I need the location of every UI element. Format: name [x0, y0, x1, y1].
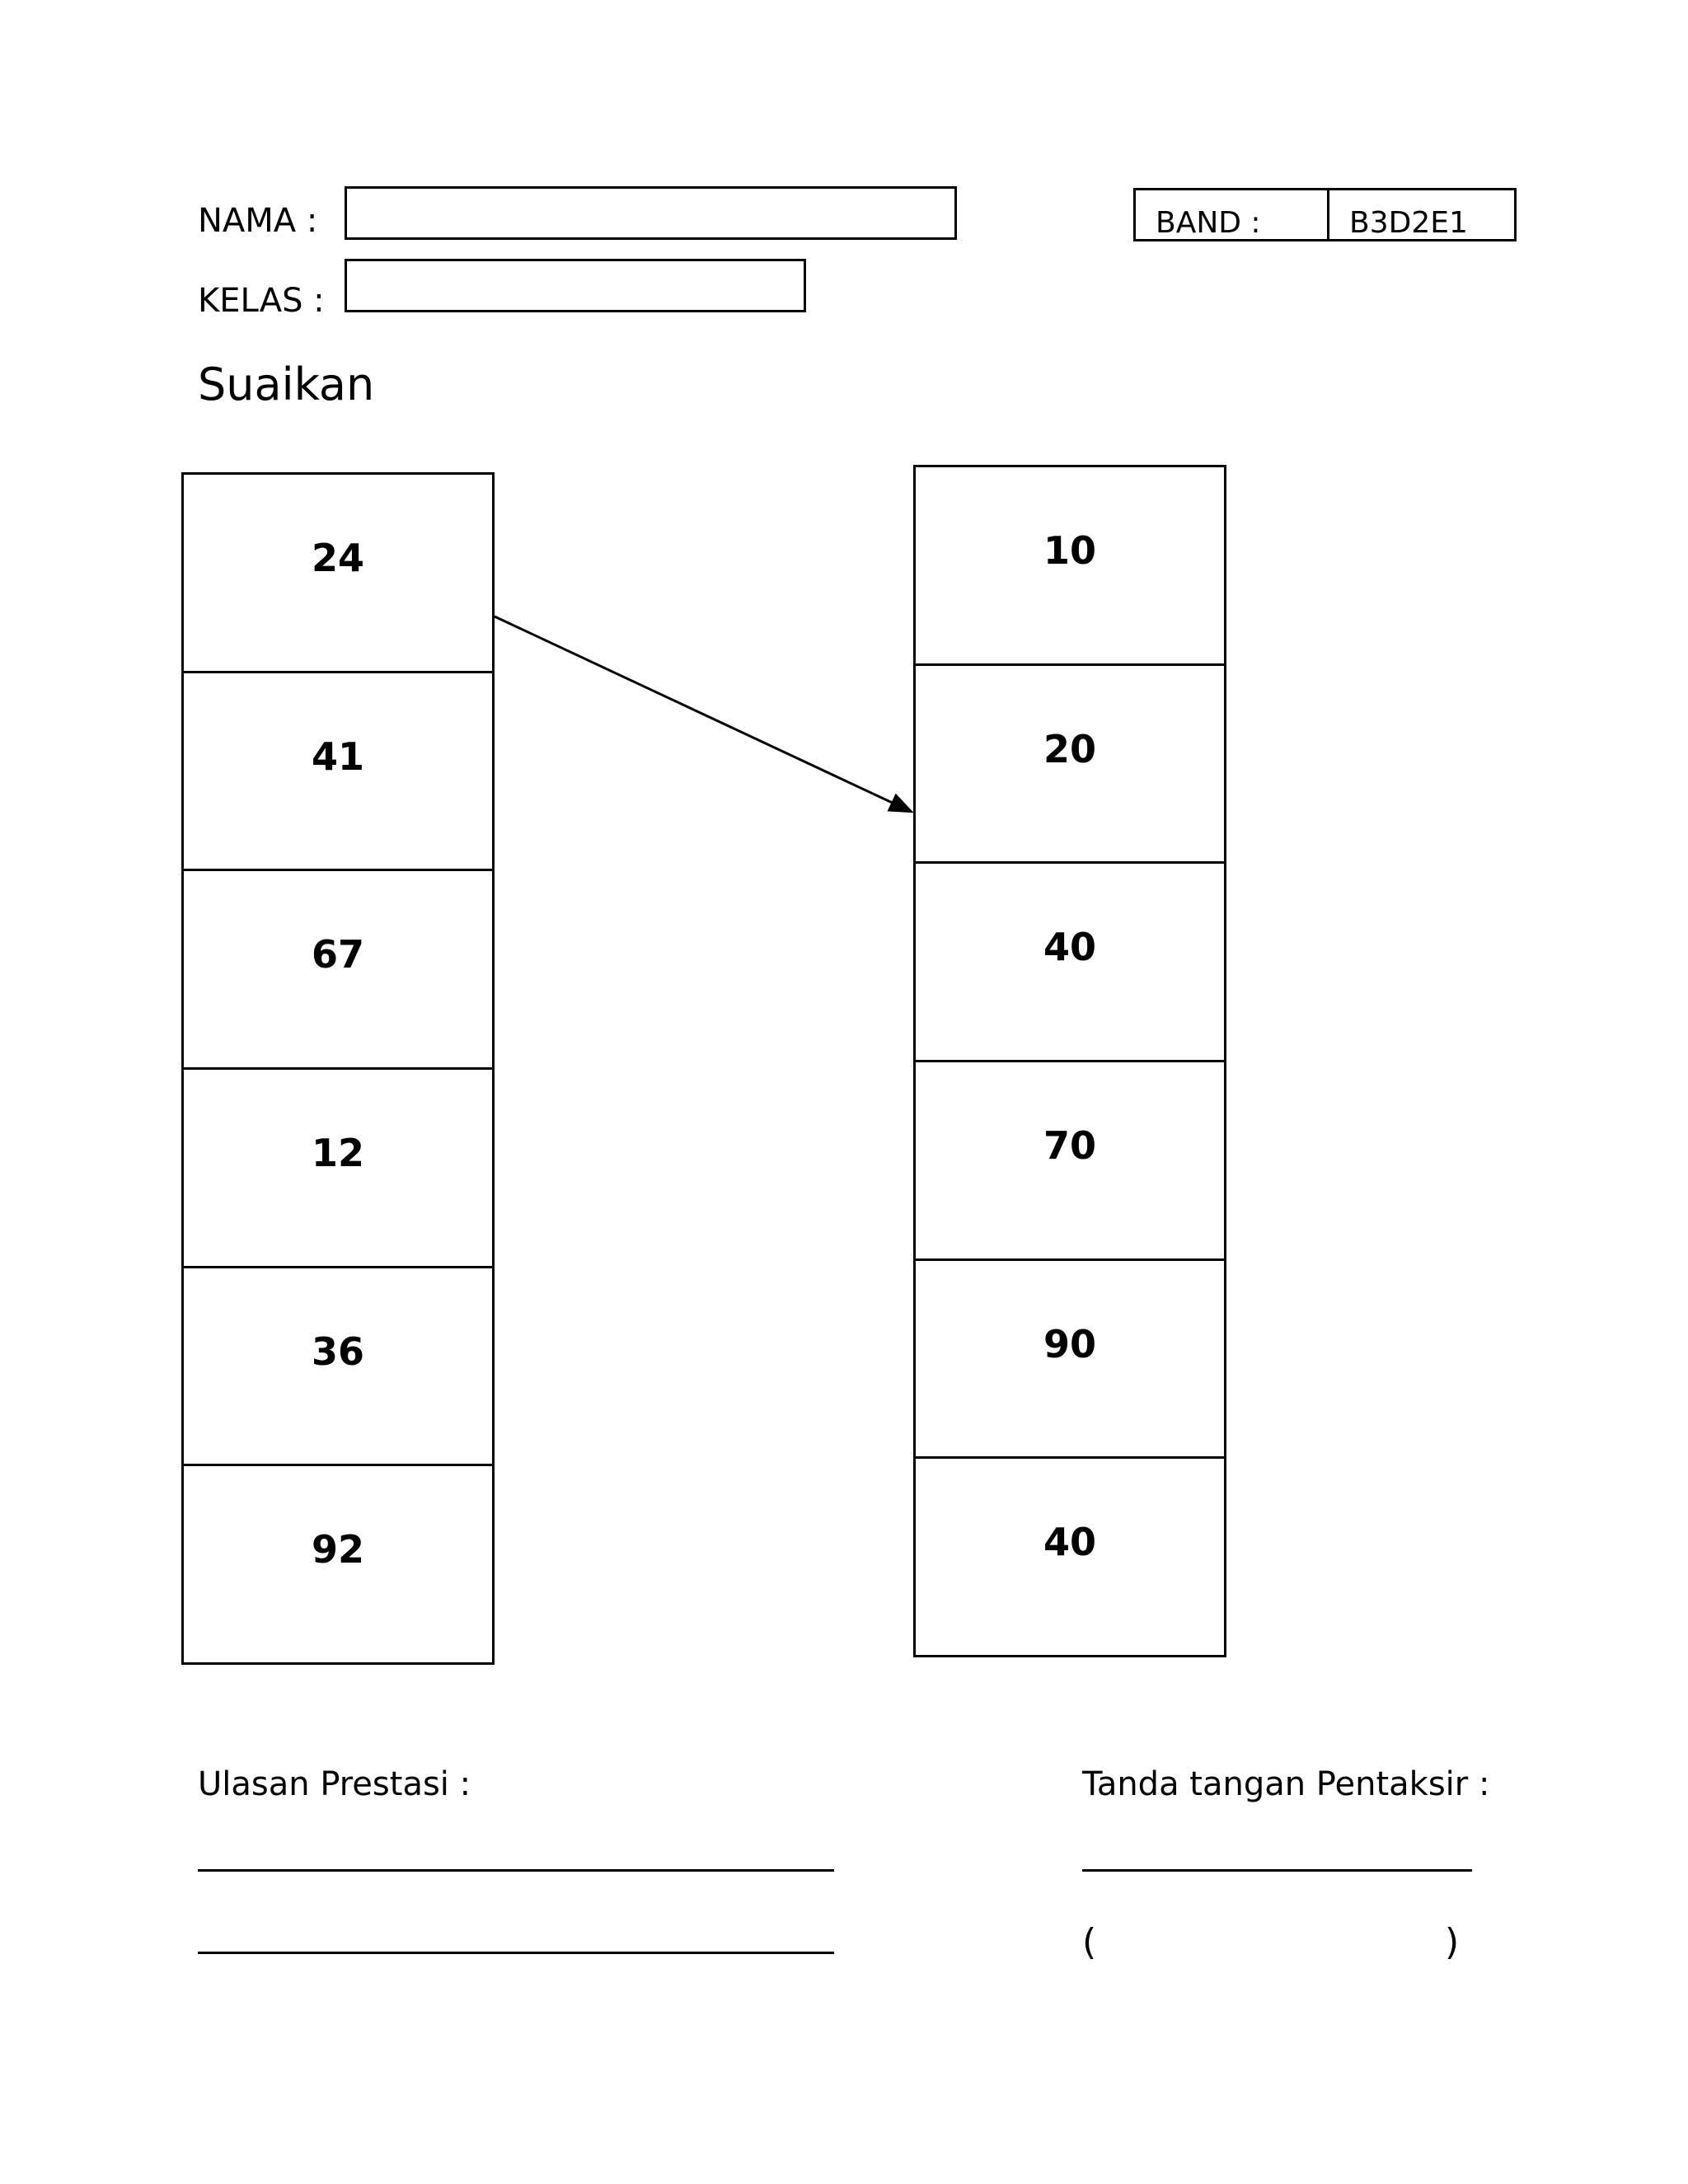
band-box: BAND : B3D2E1 — [1133, 188, 1517, 241]
right-number-cell[interactable]: 40 — [1043, 1520, 1096, 1565]
left-number-column: 24 41 67 12 36 92 — [181, 472, 495, 1665]
tanda-tangan-label: Tanda tangan Pentaksir : — [1082, 1765, 1490, 1803]
name-open-paren: ( — [1082, 1921, 1097, 1963]
kelas-label: KELAS : — [198, 282, 325, 320]
nama-field[interactable] — [345, 186, 957, 240]
right-number-cell[interactable]: 40 — [916, 864, 1224, 1063]
name-close-paren: ) — [1445, 1921, 1460, 1963]
right-number-column: 10 20 40 70 90 40 — [913, 465, 1226, 1657]
left-number-cell[interactable]: 36 — [184, 1268, 492, 1467]
ulasan-line-1[interactable] — [198, 1869, 834, 1872]
ulasan-line-2[interactable] — [198, 1952, 834, 1954]
right-number-cell[interactable]: 10 — [916, 467, 1224, 666]
band-value: B3D2E1 — [1349, 206, 1468, 239]
right-number-cell[interactable]: 20 — [916, 666, 1224, 865]
left-number-cell[interactable]: 92 — [311, 1527, 364, 1572]
nama-label: NAMA : — [198, 202, 318, 240]
right-number-cell[interactable]: 70 — [916, 1062, 1224, 1261]
page-title: Suaikan — [198, 359, 375, 410]
left-number-cell[interactable]: 12 — [184, 1070, 492, 1268]
kelas-field[interactable] — [345, 259, 806, 312]
left-number-cell[interactable]: 41 — [184, 673, 492, 872]
left-number-cell[interactable]: 24 — [184, 475, 492, 673]
ulasan-prestasi-label: Ulasan Prestasi : — [198, 1765, 471, 1803]
left-number-cell[interactable]: 67 — [184, 871, 492, 1071]
band-label: BAND : — [1136, 190, 1329, 239]
signature-line[interactable] — [1082, 1869, 1472, 1872]
right-number-cell[interactable]: 90 — [916, 1261, 1224, 1460]
